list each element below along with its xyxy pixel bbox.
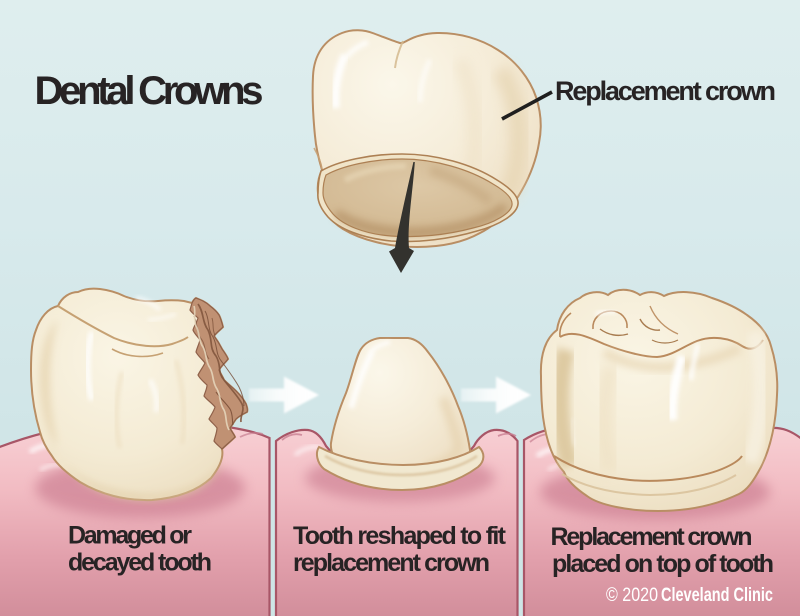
svg-text:Dental Crowns: Dental Crowns (35, 69, 264, 113)
svg-text:© 2020: © 2020 (606, 585, 658, 606)
svg-text:Damaged or: Damaged or (68, 522, 192, 550)
svg-text:Replacement crown: Replacement crown (555, 76, 776, 106)
svg-text:decayed tooth: decayed tooth (68, 549, 212, 577)
svg-text:replacement crown: replacement crown (293, 549, 490, 577)
svg-text:Replacement crown: Replacement crown (551, 523, 753, 551)
svg-text:Cleveland Clinic: Cleveland Clinic (661, 585, 773, 606)
svg-text:placed on top of tooth: placed on top of tooth (552, 550, 774, 578)
svg-text:Tooth reshaped to fit: Tooth reshaped to fit (293, 522, 507, 550)
